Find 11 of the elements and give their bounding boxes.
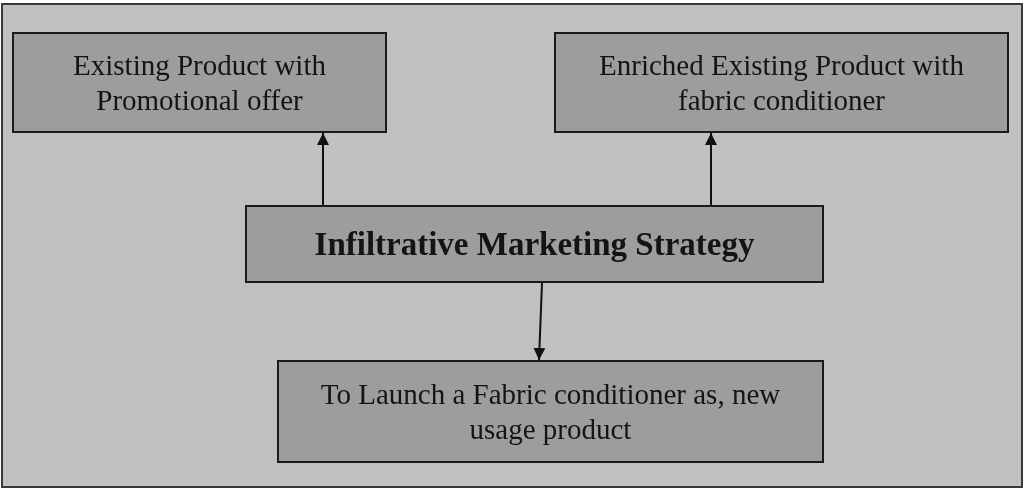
box-text: Existing Product with Promotional offer bbox=[72, 47, 327, 118]
strategy-box bbox=[245, 205, 824, 283]
box-text: Enriched Existing Product with fabric conditioner bbox=[598, 47, 965, 118]
box-text: To Launch a Fabric conditioner as, new usage product bbox=[319, 376, 782, 447]
arrow bbox=[317, 132, 329, 206]
process-box bbox=[12, 32, 387, 133]
arrow bbox=[705, 132, 717, 206]
process-box bbox=[277, 360, 824, 463]
process-box bbox=[554, 32, 1009, 133]
arrow bbox=[533, 282, 546, 361]
box-title: Infiltrative Marketing Strategy bbox=[314, 226, 755, 262]
